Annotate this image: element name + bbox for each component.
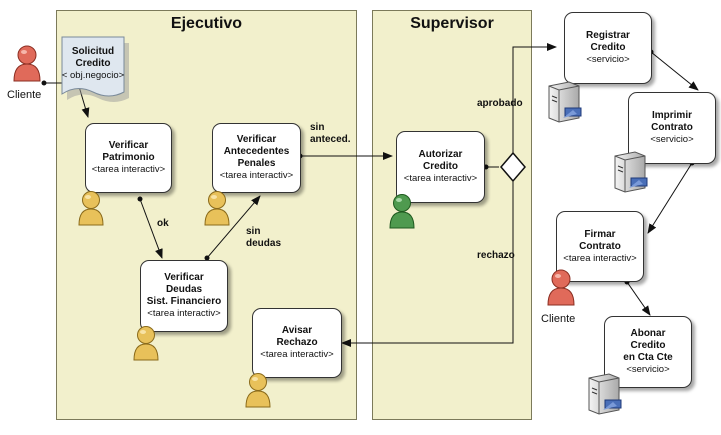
server-icon-imprimir [614,151,648,193]
server-icon-registrar [548,81,582,123]
node-stereotype: <servicio> [586,54,630,65]
node-verificar-deudas[interactable]: Verificar Deudas Sist. Financiero <tarea… [140,260,228,332]
node-avisar-rechazo[interactable]: Avisar Rechazo <tarea interactiv> [252,308,342,378]
node-registrar-credito[interactable]: Registrar Credito <servicio> [564,12,652,84]
document-solicitud-credito: Solicitud Credito < obj.negocio> [61,36,129,108]
edge-aprobado [512,43,557,153]
lane-title-ejecutivo: Ejecutivo [170,15,243,32]
user-icon-cliente-top [13,45,41,82]
edge-label-sin-anteced: sin anteced. [310,122,351,145]
edge-registrar-to-imprimir [650,51,699,91]
node-stereotype: <tarea interactiv> [260,349,334,360]
user-icon-patrimonio [78,191,104,226]
edge-sin-deudas [206,195,261,259]
edge-label-sin-deudas: sin deudas [246,226,282,249]
node-title: Autorizar Credito [418,149,463,172]
edge-label-rechazo: rechazo [477,250,515,261]
user-icon-deudas [133,326,159,361]
node-stereotype: <tarea interactiv> [147,308,221,319]
user-icon-supervisor [389,194,415,229]
actor-label-cliente-bottom: Cliente [541,313,576,325]
edge-rechazo [341,181,514,347]
node-title: Registrar Credito [586,30,630,53]
edge-firmar-to-abonar [626,281,651,316]
node-autorizar-credito[interactable]: Autorizar Credito <tarea interactiv> [396,131,485,203]
user-icon-rechazo [245,373,271,408]
node-verificar-patrimonio[interactable]: Verificar Patrimonio <tarea interactiv> [85,123,172,193]
actor-label-cliente-top: Cliente [7,89,42,101]
node-imprimir-contrato[interactable]: Imprimir Contrato <servicio> [628,92,716,164]
server-icon-abonar [588,373,622,415]
user-icon-cliente-bottom [547,269,575,306]
node-title: Verificar Antecedentes Penales [223,134,290,169]
node-stereotype: <servicio> [626,364,670,375]
edge-imprimir-to-firmar [647,162,693,234]
node-stereotype: <servicio> [650,134,694,145]
edge-label-ok: ok [157,218,169,229]
node-title: Firmar Contrato [579,228,621,252]
document-title: Solicitud Credito [71,46,115,69]
node-verificar-antecedentes[interactable]: Verificar Antecedentes Penales <tarea in… [212,123,301,193]
edge-ok [139,198,163,259]
node-stereotype: <tarea interactiv> [91,164,166,175]
edge-label-aprobado: aprobado [477,98,523,109]
node-stereotype: <tarea interactiv> [219,170,294,181]
node-title: Verificar Deudas Sist. Financiero [146,272,222,307]
node-abonar-credito[interactable]: Abonar Credito en Cta Cte <servicio> [604,316,692,388]
node-title: Abonar Credito en Cta Cte [623,328,673,363]
node-title: Imprimir Contrato [651,110,693,133]
decision-gateway [500,151,526,183]
node-title: Avisar Rechazo [276,325,318,348]
user-icon-antecedentes [204,191,230,226]
lane-title-supervisor: Supervisor [410,15,494,32]
node-title: Verificar Patrimonio [102,140,155,163]
node-stereotype: <tarea interactiv> [403,173,478,184]
node-stereotype: <tarea interactiv> [563,252,637,264]
document-stereotype: < obj.negocio> [61,70,125,81]
node-firmar-contrato[interactable]: Firmar Contrato <tarea interactiv> [556,211,644,282]
